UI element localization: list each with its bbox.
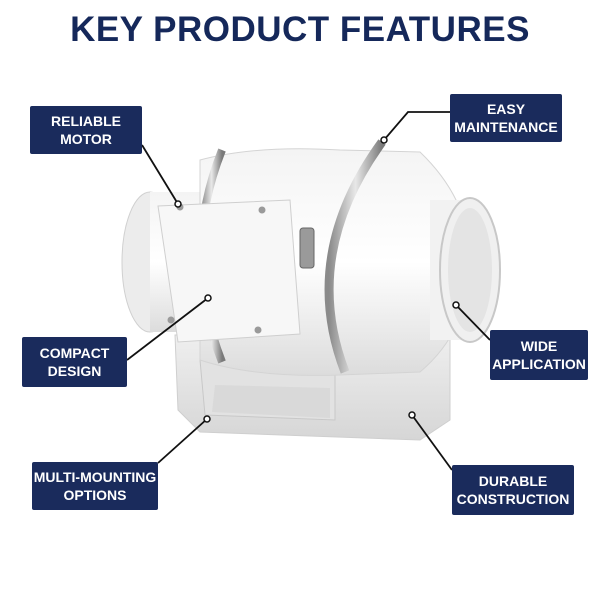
- feature-label-line: DESIGN: [47, 363, 102, 379]
- feature-label-wide-application: WIDE APPLICATION: [490, 330, 588, 380]
- feature-label-line: MULTI-MOUNTING: [33, 469, 157, 485]
- feature-label-multi-mounting-options: MULTI-MOUNTING OPTIONS: [32, 462, 158, 510]
- feature-label-durable-construction: DURABLE CONSTRUCTION: [452, 465, 574, 515]
- leader-dot: [203, 415, 211, 423]
- feature-label-line: DURABLE: [478, 473, 548, 489]
- feature-label-compact-design: COMPACT DESIGN: [22, 337, 127, 387]
- leader-wide-application: [455, 304, 491, 341]
- outlet-duct: [430, 197, 501, 343]
- feature-label-line: CONSTRUCTION: [456, 491, 570, 507]
- leader-dot: [174, 200, 182, 208]
- leader-dot: [204, 294, 212, 302]
- feature-label-reliable-motor: RELIABLE MOTOR: [30, 106, 142, 154]
- feature-label-easy-maintenance: EASY MAINTENANCE: [450, 94, 562, 142]
- feature-label-line: MAINTENANCE: [454, 119, 558, 135]
- leader-compact-design: [126, 297, 209, 361]
- leader-durable-construction: [411, 414, 453, 471]
- feature-label-line: WIDE: [520, 338, 558, 354]
- leader-easy-maintenance: [383, 111, 450, 141]
- feature-label-line: APPLICATION: [492, 356, 586, 372]
- feature-label-line: EASY: [486, 101, 526, 117]
- leader-dot: [408, 411, 416, 419]
- feature-label-line: RELIABLE: [51, 113, 121, 129]
- page-title: KEY PRODUCT FEATURES: [70, 10, 530, 49]
- feature-label-line: MOTOR: [60, 131, 112, 147]
- leader-dot: [452, 301, 460, 309]
- leader-reliable-motor: [141, 144, 179, 205]
- feature-label-line: OPTIONS: [63, 487, 127, 503]
- motor-terminal-box: [157, 199, 301, 343]
- feature-label-line: COMPACT: [39, 345, 110, 361]
- leader-multi-mounting: [157, 418, 208, 464]
- leader-dots: [174, 136, 460, 423]
- leader-dot: [380, 136, 388, 144]
- leader-lines: [126, 111, 491, 471]
